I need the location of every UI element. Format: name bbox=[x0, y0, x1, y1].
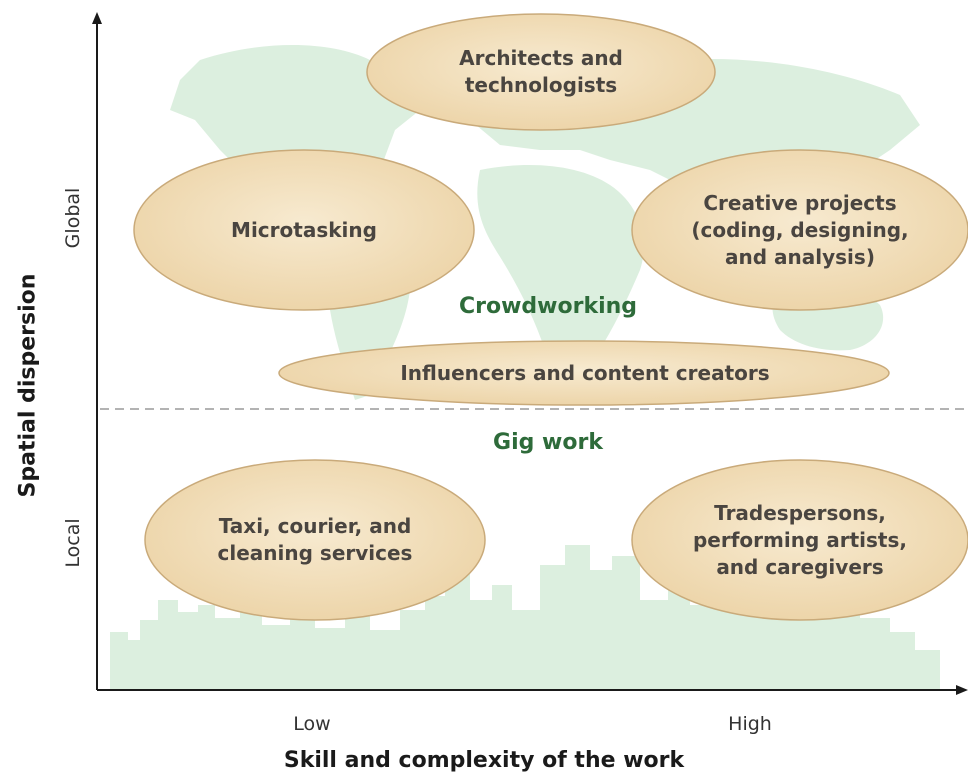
x-tick-low: Low bbox=[293, 713, 331, 735]
zone-label-gig-work: Gig work bbox=[493, 430, 603, 455]
ellipse-influencers bbox=[278, 340, 890, 406]
x-axis-title: Skill and complexity of the work bbox=[283, 748, 685, 773]
label-creative: Creative projects (coding, designing, an… bbox=[691, 190, 909, 269]
africa-shape bbox=[477, 165, 644, 374]
label-architects: Architects and technologists bbox=[459, 46, 623, 97]
ellipse-trades bbox=[631, 459, 968, 621]
ellipse-architects bbox=[366, 13, 716, 131]
ellipse-creative bbox=[631, 149, 968, 311]
skyline-shape bbox=[110, 545, 940, 690]
city-skyline-background bbox=[110, 545, 940, 690]
axes bbox=[92, 12, 968, 695]
label-taxi: Taxi, courier, and cleaning services bbox=[217, 514, 413, 565]
y-axis-arrowhead bbox=[92, 12, 102, 24]
label-microtasking: Microtasking bbox=[231, 217, 377, 242]
label-trades: Tradespersons, performing artists, and c… bbox=[692, 500, 907, 579]
zone-label-crowdworking: Crowdworking bbox=[458, 294, 638, 319]
north-america-shape bbox=[170, 45, 430, 230]
y-tick-global: Global bbox=[62, 187, 84, 249]
label-influencers: Influencers and content creators bbox=[400, 360, 770, 385]
x-axis-arrowhead bbox=[956, 685, 968, 695]
y-axis-title: Spatial dispersion bbox=[15, 273, 41, 498]
ellipse-taxi bbox=[144, 459, 486, 621]
y-tick-local: Local bbox=[62, 518, 84, 568]
ellipse-microtasking bbox=[133, 149, 475, 311]
category-ellipses bbox=[133, 13, 968, 621]
x-tick-high: High bbox=[728, 713, 772, 735]
